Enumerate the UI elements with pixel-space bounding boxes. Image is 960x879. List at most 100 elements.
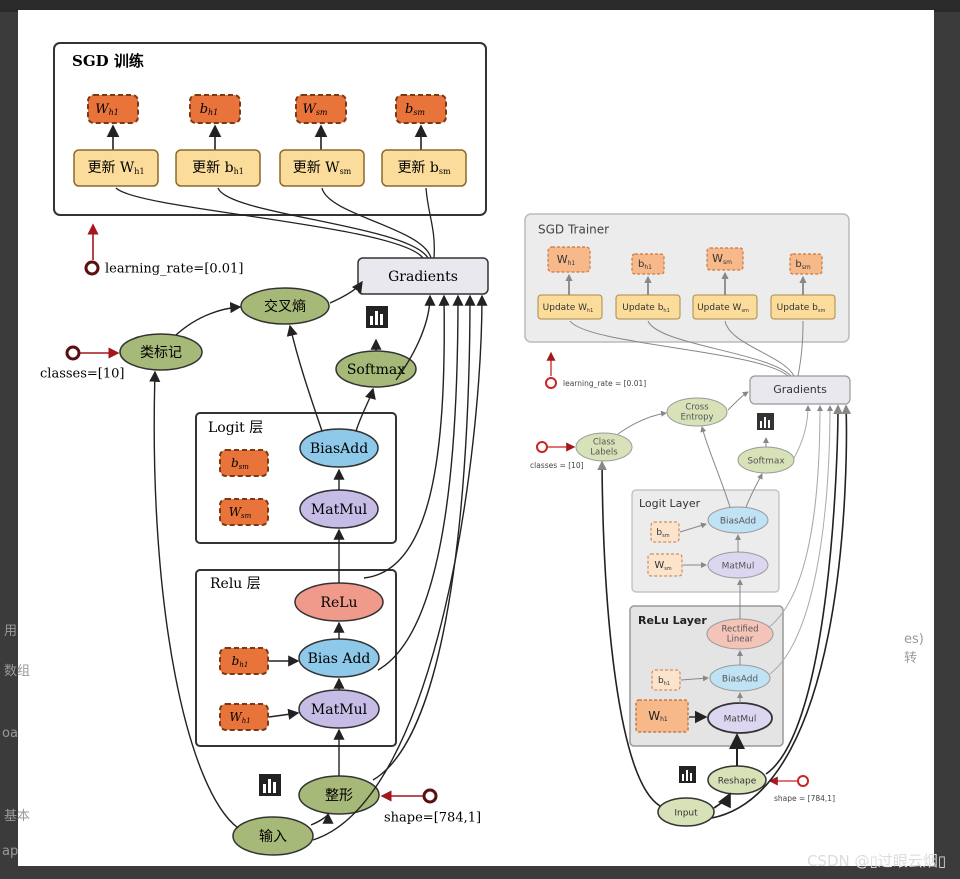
right-cross-entropy-label-2: Entropy bbox=[680, 413, 713, 423]
right-diagram: SGD Trainer Wh1 bh1 Wsm bsm bbox=[524, 213, 852, 827]
right-param-label: b bbox=[638, 259, 644, 270]
left-param-label: W bbox=[95, 102, 110, 117]
left-param-label: b bbox=[200, 102, 208, 117]
left-gradients-label: Gradients bbox=[388, 269, 458, 285]
left-update-label: 更新 W bbox=[293, 160, 340, 176]
svg-text:Wsm: Wsm bbox=[654, 560, 671, 572]
right-reshape-label: Reshape bbox=[718, 777, 757, 787]
left-update-sub: sm bbox=[340, 167, 352, 176]
svg-text:bsm: bsm bbox=[656, 528, 669, 539]
left-update-label: 更新 W bbox=[87, 160, 134, 176]
right-w-sm-param: Wsm bbox=[647, 553, 683, 577]
left-w-h1-param: Wh1 bbox=[219, 703, 269, 731]
svg-text:更新 bsm: 更新 bsm bbox=[397, 160, 451, 176]
right-update-label: Update W bbox=[697, 303, 741, 313]
right-summary-icon bbox=[757, 413, 774, 430]
left-update-sub: sm bbox=[439, 167, 451, 176]
right-input-summary-icon bbox=[679, 766, 696, 783]
bg-fragment: 基本 bbox=[4, 809, 31, 824]
right-learning-rate-terminal bbox=[545, 377, 557, 389]
svg-text:bh1: bh1 bbox=[232, 654, 249, 670]
svg-text:Update Wh1: Update Wh1 bbox=[543, 303, 594, 314]
right-update-b-sm: Update bsm bbox=[770, 294, 836, 320]
left-w-sm-param: Wsm bbox=[219, 498, 269, 526]
right-update-sub: h1 bbox=[587, 308, 593, 314]
left-class-labels-node bbox=[119, 333, 203, 371]
bg-fragment: 数组 bbox=[4, 664, 31, 679]
left-input-node bbox=[232, 816, 314, 856]
right-biasadd-relu-label: BiasAdd bbox=[722, 675, 758, 685]
right-w-h1-param: Wh1 bbox=[635, 699, 689, 733]
svg-text:Wh1: Wh1 bbox=[95, 102, 119, 118]
left-relu-title: Relu 层 bbox=[210, 576, 261, 592]
left-param-label: b bbox=[231, 456, 239, 470]
svg-text:Update Wsm: Update Wsm bbox=[697, 303, 749, 314]
left-update-w-h1: 更新 Wh1 bbox=[73, 149, 159, 187]
svg-text:Wh1: Wh1 bbox=[229, 710, 250, 726]
left-param-sub: sm bbox=[316, 108, 328, 117]
svg-text:bsm: bsm bbox=[795, 259, 810, 271]
left-logit-title: Logit 层 bbox=[208, 420, 263, 436]
left-param-w-h1: Wh1 bbox=[87, 94, 139, 124]
right-logit-title: Logit Layer bbox=[639, 497, 701, 510]
left-classes-terminal bbox=[65, 345, 81, 361]
left-biasadd-logit-label: BiasAdd bbox=[310, 441, 368, 457]
svg-text:Wh1: Wh1 bbox=[557, 253, 576, 267]
bg-fragment: ap bbox=[2, 844, 19, 859]
svg-text:Wsm: Wsm bbox=[712, 252, 732, 266]
right-param-label: W bbox=[654, 560, 664, 571]
left-input-summary-icon bbox=[259, 774, 281, 796]
right-param-b-h1: bh1 bbox=[631, 253, 665, 275]
svg-text:Wh1: Wh1 bbox=[648, 709, 668, 723]
left-param-b-h1: bh1 bbox=[189, 94, 241, 124]
left-shape-label: shape=[784,1] bbox=[384, 811, 481, 826]
left-biasadd-relu-label: Bias Add bbox=[308, 651, 371, 667]
left-class-labels-label: 类标记 bbox=[140, 345, 182, 361]
browser-top-bar bbox=[0, 0, 960, 12]
right-param-b-sm: bsm bbox=[789, 253, 823, 275]
left-softmax-label: Softmax bbox=[347, 362, 405, 378]
left-b-h1-param: bh1 bbox=[219, 647, 269, 675]
svg-text:bh1: bh1 bbox=[638, 259, 652, 271]
right-update-sub: h1 bbox=[663, 308, 669, 314]
left-update-sub: h1 bbox=[234, 167, 244, 176]
right-param-sub: sm bbox=[662, 533, 670, 539]
left-update-label: 更新 b bbox=[192, 160, 233, 176]
right-classes-terminal bbox=[536, 441, 548, 453]
left-param-label: b bbox=[405, 102, 413, 117]
right-param-label: W bbox=[648, 709, 660, 723]
bg-fragment: oa bbox=[2, 726, 18, 741]
right-param-sub: h1 bbox=[568, 260, 576, 267]
right-param-label: b bbox=[658, 676, 664, 686]
svg-text:更新 bh1: 更新 bh1 bbox=[192, 160, 244, 176]
right-shape-terminal bbox=[797, 775, 809, 787]
right-update-label: Update W bbox=[543, 303, 587, 313]
right-update-b-h1: Update bh1 bbox=[615, 294, 681, 320]
bg-fragment: es)转 bbox=[904, 632, 924, 666]
right-gradients-node bbox=[749, 375, 851, 405]
left-param-sub: h1 bbox=[208, 108, 218, 117]
right-param-label: b bbox=[795, 259, 801, 270]
diagram-canvas: SGD 训练 Wh1 bh1 Wsm bsm bbox=[40, 42, 852, 856]
left-param-sub: h1 bbox=[239, 661, 248, 669]
left-update-b-sm: 更新 bsm bbox=[381, 149, 467, 187]
left-diagram: SGD 训练 Wh1 bh1 Wsm bsm bbox=[40, 42, 489, 856]
right-update-label: Update b bbox=[622, 303, 663, 313]
left-update-b-h1: 更新 bh1 bbox=[175, 149, 261, 187]
svg-text:bh1: bh1 bbox=[200, 102, 219, 118]
right-class-labels-label-1: Class bbox=[593, 438, 616, 448]
csdn-watermark: CSDN @▯过眼云烟▯ bbox=[806, 852, 946, 870]
left-sgd-frame bbox=[53, 42, 487, 216]
right-classes-label: classes = [10] bbox=[530, 461, 584, 470]
right-relu-label-1: Rectified bbox=[721, 625, 758, 635]
right-param-label: b bbox=[656, 528, 662, 538]
svg-text:更新 Wh1: 更新 Wh1 bbox=[87, 160, 144, 176]
left-classes-label: classes=[10] bbox=[40, 367, 124, 382]
right-update-label: Update b bbox=[777, 303, 818, 313]
right-update-w-h1: Update Wh1 bbox=[537, 294, 603, 320]
right-input-node bbox=[657, 797, 715, 827]
left-learning-rate-terminal bbox=[84, 260, 100, 276]
left-update-label: 更新 b bbox=[397, 160, 438, 176]
image-viewer-panel: 用 数组 oa 基本 ap es)转 SGD 训练 Wh1 bbox=[2, 10, 934, 866]
right-relu-title: ReLu Layer bbox=[638, 614, 707, 627]
